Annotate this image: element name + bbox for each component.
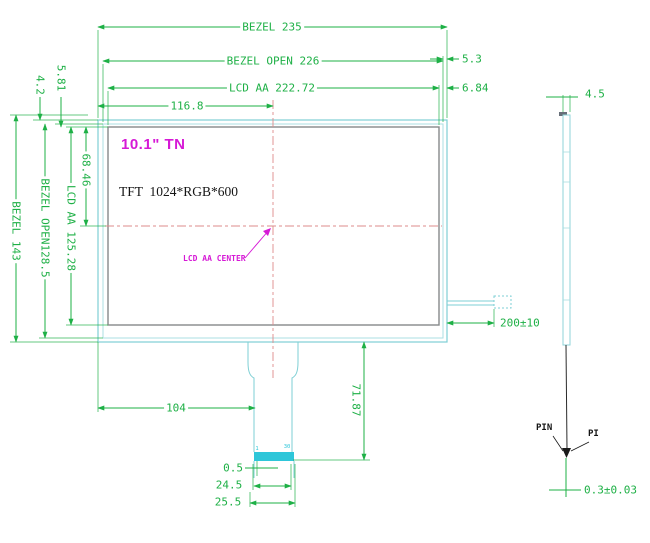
- pin-leader: [552, 435, 564, 452]
- dim-bezel-open-height: BEZEL OPEN128.5: [38, 176, 52, 280]
- aa-center-label: LCD AA CENTER: [183, 254, 246, 263]
- side-view: [552, 112, 590, 458]
- aa-center-arrowhead: [263, 228, 271, 236]
- front-view-outlines: [97, 119, 448, 343]
- resolution-label: TFT 1024*RGB*600: [119, 184, 239, 199]
- pin-label: PIN: [536, 423, 553, 433]
- dim-aa-offset-right: 6.84: [462, 81, 489, 95]
- side-ticks: [563, 151, 570, 301]
- dim-contact-width: 24.5: [215, 478, 243, 492]
- wire-connector: [493, 295, 512, 309]
- dim-aa-offset-top: 5.81: [54, 64, 68, 92]
- dim-thickness: 4.5: [585, 87, 605, 101]
- dim-half-height: 68.46: [79, 151, 93, 189]
- side-profile: [562, 114, 571, 346]
- pi-leader: [570, 441, 590, 452]
- fpc-right-edge: [291, 342, 299, 452]
- fpc-stiffener-bar: [254, 452, 294, 461]
- dim-stiffener-thickness: 0.5: [223, 461, 243, 475]
- dim-open-offset-top: 4.2: [33, 75, 47, 95]
- fpc-tail: [247, 342, 299, 478]
- aa-center-leader: [244, 228, 271, 259]
- dim-wire-length: 200±10: [500, 316, 540, 330]
- dim-fpc-width: 25.5: [214, 495, 242, 509]
- dim-fpc-offset: 104: [164, 401, 188, 415]
- dim-bezel-width: BEZEL 235: [240, 20, 304, 34]
- pi-label: PI: [588, 429, 599, 439]
- model-label: 10.1" TN: [121, 136, 186, 153]
- dim-open-offset-right: 5.3: [462, 52, 482, 66]
- bezel-outline: [97, 119, 448, 343]
- wire-assembly: [447, 295, 512, 309]
- fpc-left-edge: [247, 342, 255, 452]
- side-top-cap: [559, 112, 567, 116]
- dim-bezel-height: BEZEL 143: [9, 199, 23, 263]
- dim-lcd-aa-height: LCD AA 125.28: [64, 182, 78, 274]
- dim-half-width: 116.8: [168, 99, 206, 113]
- pin-pointer-line: [565, 344, 568, 450]
- dim-lcd-aa-width: LCD AA 222.72: [226, 81, 318, 95]
- pin-arrowhead: [562, 448, 571, 458]
- dim-fpc-length: 71.87: [349, 383, 363, 417]
- dim-bezel-open-width: BEZEL OPEN 226: [224, 54, 322, 68]
- dim-pin-thickness: 0.3±0.03: [584, 483, 637, 497]
- centerlines: [105, 100, 442, 378]
- pin-number-first: 1: [255, 446, 259, 452]
- pin-number-last: 30: [283, 444, 291, 450]
